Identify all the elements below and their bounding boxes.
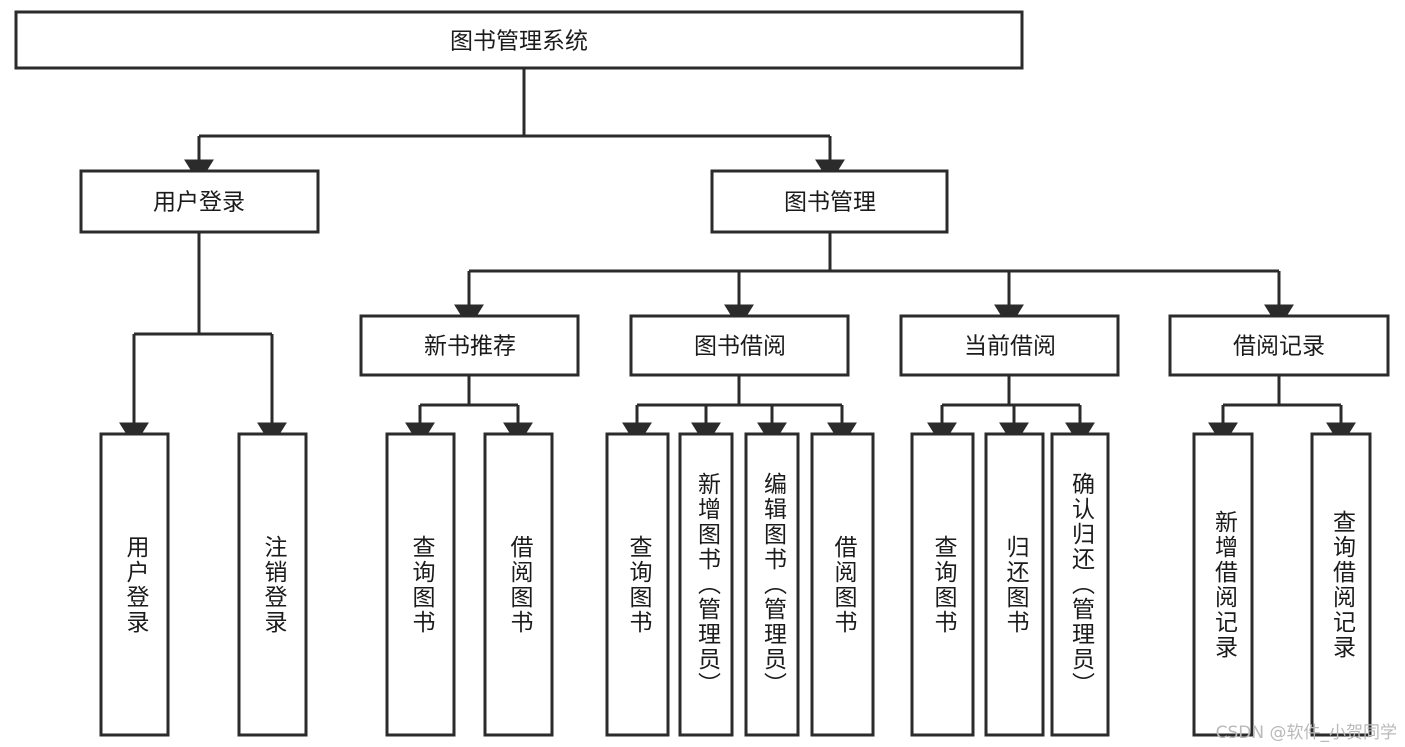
node-leaf-borrow-book-1-box[interactable]: [483, 432, 554, 737]
node-leaf-user-login-box[interactable]: [99, 432, 170, 737]
node-leaf-query-borrow-record-box[interactable]: [1310, 432, 1372, 737]
node-root[interactable]: 图书管理系统: [14, 10, 1024, 70]
node-root-box[interactable]: [14, 10, 1024, 70]
node-leaf-query-book-3-box[interactable]: [910, 432, 975, 737]
node-root-label: 图书管理系统: [450, 29, 588, 55]
node-leaf-add-borrow-record-box[interactable]: [1192, 432, 1254, 737]
edge-group: [119, 68, 1356, 447]
node-book-borrow-label: 图书借阅: [694, 334, 786, 360]
node-leaf-edit-book-box[interactable]: [744, 432, 800, 737]
leaf-box-group: [99, 432, 1372, 737]
node-user-login[interactable]: 用户登录: [79, 169, 320, 234]
node-user-login-box[interactable]: [79, 169, 320, 234]
node-leaf-confirm-return-box[interactable]: [1050, 432, 1110, 737]
watermark-text: CSDN @软件_小贺同学: [1215, 723, 1397, 743]
node-leaf-logout-box[interactable]: [237, 432, 308, 737]
node-book-borrow-box[interactable]: [629, 314, 850, 377]
node-leaf-query-book-1-box[interactable]: [385, 432, 456, 737]
node-book-management[interactable]: 图书管理: [710, 169, 949, 234]
node-book-borrow[interactable]: 图书借阅: [629, 314, 850, 377]
node-new-book-recommend-label: 新书推荐: [424, 334, 516, 360]
node-book-management-box[interactable]: [710, 169, 949, 234]
node-new-book-recommend-box[interactable]: [359, 314, 580, 377]
node-leaf-borrow-book-2-box[interactable]: [810, 432, 875, 737]
node-borrow-record[interactable]: 借阅记录: [1168, 314, 1390, 377]
node-current-borrow[interactable]: 当前借阅: [899, 314, 1120, 377]
node-leaf-query-book-2-box[interactable]: [605, 432, 670, 737]
node-borrow-record-label: 借阅记录: [1233, 334, 1325, 360]
node-borrow-record-box[interactable]: [1168, 314, 1390, 377]
node-book-management-label: 图书管理: [784, 190, 876, 216]
node-leaf-add-book-box[interactable]: [678, 432, 734, 737]
node-new-book-recommend[interactable]: 新书推荐: [359, 314, 580, 377]
node-user-login-label: 用户登录: [153, 190, 245, 216]
node-current-borrow-label: 当前借阅: [964, 334, 1056, 360]
node-current-borrow-box[interactable]: [899, 314, 1120, 377]
node-leaf-return-book-box[interactable]: [984, 432, 1045, 737]
